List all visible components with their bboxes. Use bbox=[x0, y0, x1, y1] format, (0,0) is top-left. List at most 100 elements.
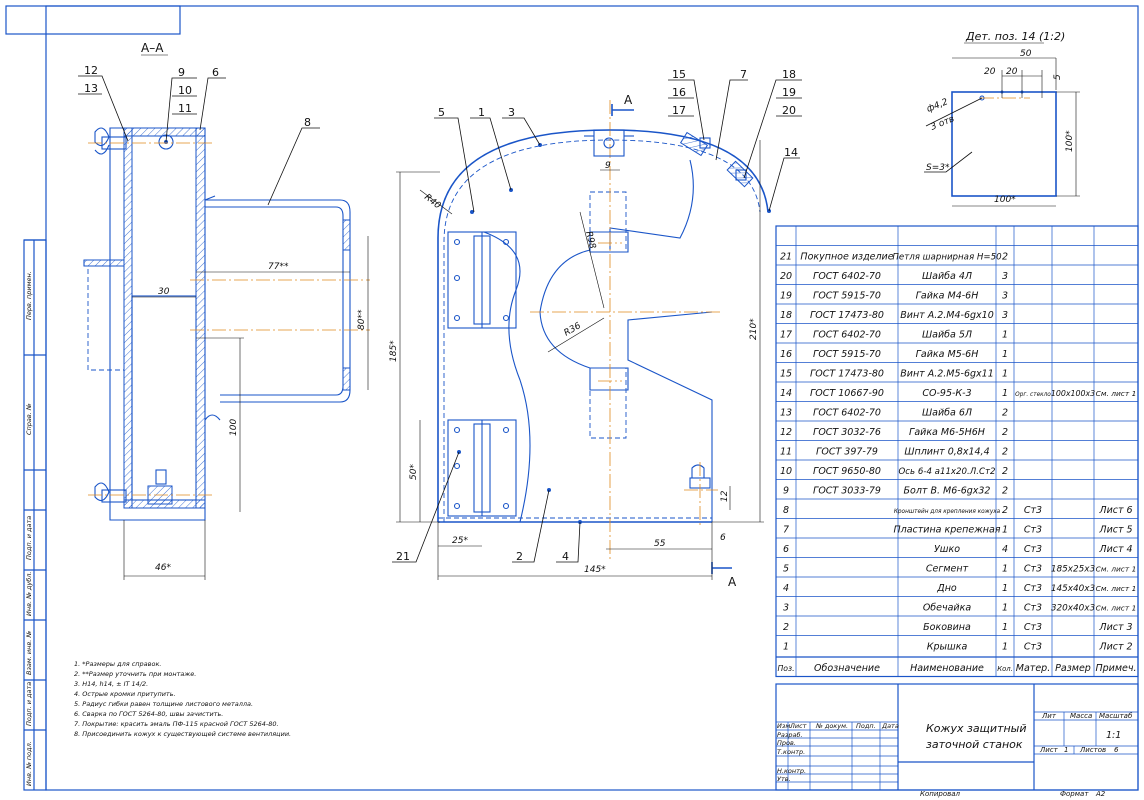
note-8: 8. Присоединить кожух к существующей сис… bbox=[74, 730, 291, 738]
detail-dim-50: 50 bbox=[1020, 49, 1032, 59]
spec-cell-name: Ушко bbox=[934, 544, 960, 555]
spec-cell-designation: ГОСТ 3033-79 bbox=[813, 486, 881, 497]
spec-cell-name: Винт А.2.М4-6gx10 bbox=[900, 310, 994, 321]
spec-header-qty: Кол. bbox=[997, 665, 1013, 673]
spec-cell-material: Орг. стекло bbox=[1015, 392, 1051, 398]
spec-cell-qty: 4 bbox=[1002, 544, 1008, 555]
pos-14: 14 bbox=[784, 146, 798, 159]
dim-50: 50* bbox=[409, 464, 419, 480]
spec-cell-pos: 3 bbox=[783, 603, 789, 614]
stamp-sign-date-2: Подп. и дата bbox=[25, 682, 33, 726]
note-7: 7. Покрытие: красить эмаль ПФ-115 красно… bbox=[74, 720, 279, 728]
spec-cell-name: Гайка М4-6Н bbox=[916, 291, 979, 302]
tb-label-doc: № докум. bbox=[815, 722, 848, 730]
section-view: А–А bbox=[83, 41, 370, 521]
spec-cell-qty: 1 bbox=[1002, 642, 1008, 653]
pos-17: 17 bbox=[672, 104, 686, 117]
spec-cell-qty: 2 bbox=[1002, 252, 1008, 263]
dim-80: 80** bbox=[357, 309, 367, 330]
tb-role-approve: Утв. bbox=[777, 775, 791, 783]
spec-cell-size: 320х40х3 bbox=[1051, 604, 1096, 614]
spec-header-note: Примеч. bbox=[1096, 663, 1137, 674]
spec-cell-pos: 14 bbox=[780, 388, 792, 399]
detail-dim-100h: 100* bbox=[994, 195, 1016, 205]
dim-210: 210* bbox=[749, 318, 759, 340]
detail-dim-20b: 20 bbox=[1006, 67, 1018, 77]
tb-lit: Лит bbox=[1041, 712, 1057, 720]
pos-13: 13 bbox=[84, 82, 98, 95]
spec-cell-pos: 2 bbox=[783, 622, 789, 633]
pos-1: 1 bbox=[478, 106, 485, 119]
spec-cell-name: Шайба 6Л bbox=[922, 408, 972, 419]
tb-role-ncontrol: Н.контр. bbox=[777, 767, 806, 775]
spec-cell-designation: ГОСТ 397-79 bbox=[816, 447, 878, 458]
tb-format-value: А2 bbox=[1095, 790, 1106, 798]
tb-role-check: Пров. bbox=[777, 739, 796, 747]
pos-12: 12 bbox=[84, 64, 98, 77]
pos-15: 15 bbox=[672, 68, 686, 81]
spec-cell-pos: 15 bbox=[780, 369, 792, 380]
pos-19: 19 bbox=[782, 86, 796, 99]
spec-cell-name: Крышка bbox=[927, 642, 968, 653]
spec-cell-name: Шплинт 0,8х14,4 bbox=[904, 447, 989, 458]
spec-cell-note: Лист 4 bbox=[1098, 544, 1132, 555]
spec-cell-name: Ось 6-4 а11х20.Л.Ст2 bbox=[898, 467, 995, 477]
detail-14: Дет. поз. 14 (1:2) 50 20 20 5 100* 100* … bbox=[924, 30, 1080, 207]
front-view: А А bbox=[437, 93, 771, 589]
spec-cell-note: Лист 2 bbox=[1098, 642, 1132, 653]
spec-header-name: Наименование bbox=[910, 663, 984, 674]
tb-title-line1: Кожух защитный bbox=[926, 722, 1027, 735]
spec-cell-name: Гайка М6-5Н6Н bbox=[909, 427, 985, 438]
cut-label-bottom: А bbox=[728, 575, 737, 589]
pos-9: 9 bbox=[178, 66, 185, 79]
dim-55: 55 bbox=[654, 539, 666, 549]
spec-cell-pos: 17 bbox=[780, 330, 792, 341]
spec-cell-designation: ГОСТ 9650-80 bbox=[813, 466, 881, 477]
spec-cell-name: Обечайка bbox=[923, 603, 972, 614]
spec-cell-qty: 3 bbox=[1002, 271, 1008, 282]
spec-cell-pos: 8 bbox=[783, 505, 789, 516]
spec-cell-qty: 2 bbox=[1002, 466, 1008, 477]
spec-cell-qty: 1 bbox=[1002, 583, 1008, 594]
dim-r98: R98 bbox=[583, 230, 597, 250]
spec-cell-pos: 9 bbox=[783, 486, 789, 497]
spec-cell-qty: 2 bbox=[1002, 408, 1008, 419]
spec-cell-pos: 19 bbox=[780, 291, 792, 302]
stamp-dup-inv: Инв. № дубл. bbox=[25, 572, 33, 616]
spec-cell-material: Ст3 bbox=[1024, 603, 1042, 614]
tb-sheets-value: 6 bbox=[1114, 746, 1119, 754]
spec-cell-name: СО-95-К-3 bbox=[922, 388, 971, 399]
spec-cell-material: Ст3 bbox=[1024, 505, 1042, 516]
tb-role-dev: Разраб. bbox=[777, 731, 803, 739]
tb-label-date: Дата bbox=[881, 722, 899, 730]
detail-dim-5: 5 bbox=[1053, 74, 1063, 80]
spec-cell-qty: 1 bbox=[1002, 564, 1008, 575]
spec-cell-designation: Покупное изделие bbox=[800, 252, 893, 263]
spec-header-material: Матер. bbox=[1016, 663, 1050, 674]
pos-11: 11 bbox=[178, 102, 192, 115]
spec-cell-qty: 2 bbox=[1002, 505, 1008, 516]
dim-185: 185* bbox=[389, 340, 399, 362]
dim-6: 6 bbox=[720, 533, 726, 543]
stamp-sign-date-1: Подп. и дата bbox=[25, 516, 33, 560]
tb-label-sheet: Лист bbox=[789, 722, 807, 730]
spec-cell-qty: 3 bbox=[1002, 291, 1008, 302]
dim-r40: R40 bbox=[422, 192, 442, 211]
spec-cell-name: Кронштейн для крепления кожуха bbox=[894, 509, 1001, 515]
dim-77: 77** bbox=[268, 262, 289, 272]
pos-10: 10 bbox=[178, 84, 192, 97]
spec-cell-pos: 18 bbox=[780, 310, 792, 321]
spec-cell-pos: 21 bbox=[780, 252, 792, 263]
spec-cell-pos: 5 bbox=[783, 564, 789, 575]
spec-cell-pos: 11 bbox=[780, 447, 792, 458]
spec-cell-pos: 4 bbox=[783, 583, 789, 594]
pos-18: 18 bbox=[782, 68, 796, 81]
front-dimensions: 185* 50* 25* 145* 55 210* 12 6 9 R36 R98… bbox=[389, 140, 764, 580]
note-6: 6. Сварка по ГОСТ 5264-80, швы зачистить… bbox=[74, 710, 223, 718]
pos-5: 5 bbox=[438, 106, 445, 119]
position-leaders: 12 13 9 10 11 6 8 5 1 3 21 2 4 15 16 17 … bbox=[78, 64, 802, 563]
tb-sheets: Листов bbox=[1079, 746, 1106, 754]
spec-cell-qty: 3 bbox=[1002, 310, 1008, 321]
spec-cell-note: См. лист 1 bbox=[1096, 604, 1137, 613]
note-2: 2. **Размер уточнить при монтаже. bbox=[74, 670, 196, 678]
